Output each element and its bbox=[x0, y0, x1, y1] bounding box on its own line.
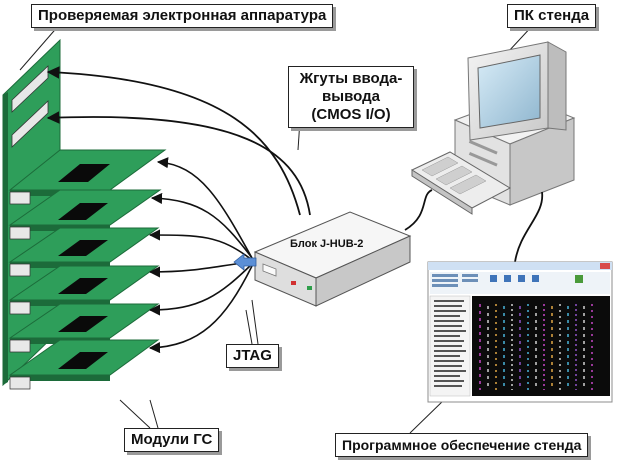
gs-module-3 bbox=[8, 227, 160, 277]
callout-gs-modules: Модули ГС bbox=[124, 428, 220, 452]
gs-module-4 bbox=[8, 265, 160, 315]
hub-pc-cable bbox=[404, 189, 433, 231]
gs-module-6 bbox=[8, 339, 160, 390]
chip-icon bbox=[58, 316, 108, 332]
io-harness-cables bbox=[46, 66, 311, 216]
pc-icon bbox=[410, 41, 576, 215]
j-hub-2-box: Блок J-HUB-2 bbox=[233, 211, 412, 307]
jtag-arrow-icon bbox=[233, 253, 257, 271]
callout-pc: ПК стенда bbox=[507, 4, 597, 28]
pc-software-cable bbox=[514, 191, 544, 263]
gs-modules bbox=[8, 149, 167, 390]
chip-icon bbox=[58, 352, 108, 369]
chip-icon bbox=[58, 240, 108, 256]
chip-icon bbox=[58, 278, 108, 294]
chip-icon bbox=[58, 203, 108, 220]
jtag-cables bbox=[148, 157, 253, 354]
software-window bbox=[427, 261, 613, 403]
callout-apparatus: Проверяемая электронная аппаратура bbox=[31, 4, 334, 28]
callout-io-harness: Жгуты ввода-вывода (CMOS I/O) bbox=[288, 66, 414, 128]
callout-jtag: JTAG bbox=[226, 344, 279, 368]
chip-icon bbox=[58, 164, 110, 182]
callout-software: Программное обеспечение стенда bbox=[335, 433, 589, 457]
hub-label: Блок J-HUB-2 bbox=[290, 238, 363, 250]
